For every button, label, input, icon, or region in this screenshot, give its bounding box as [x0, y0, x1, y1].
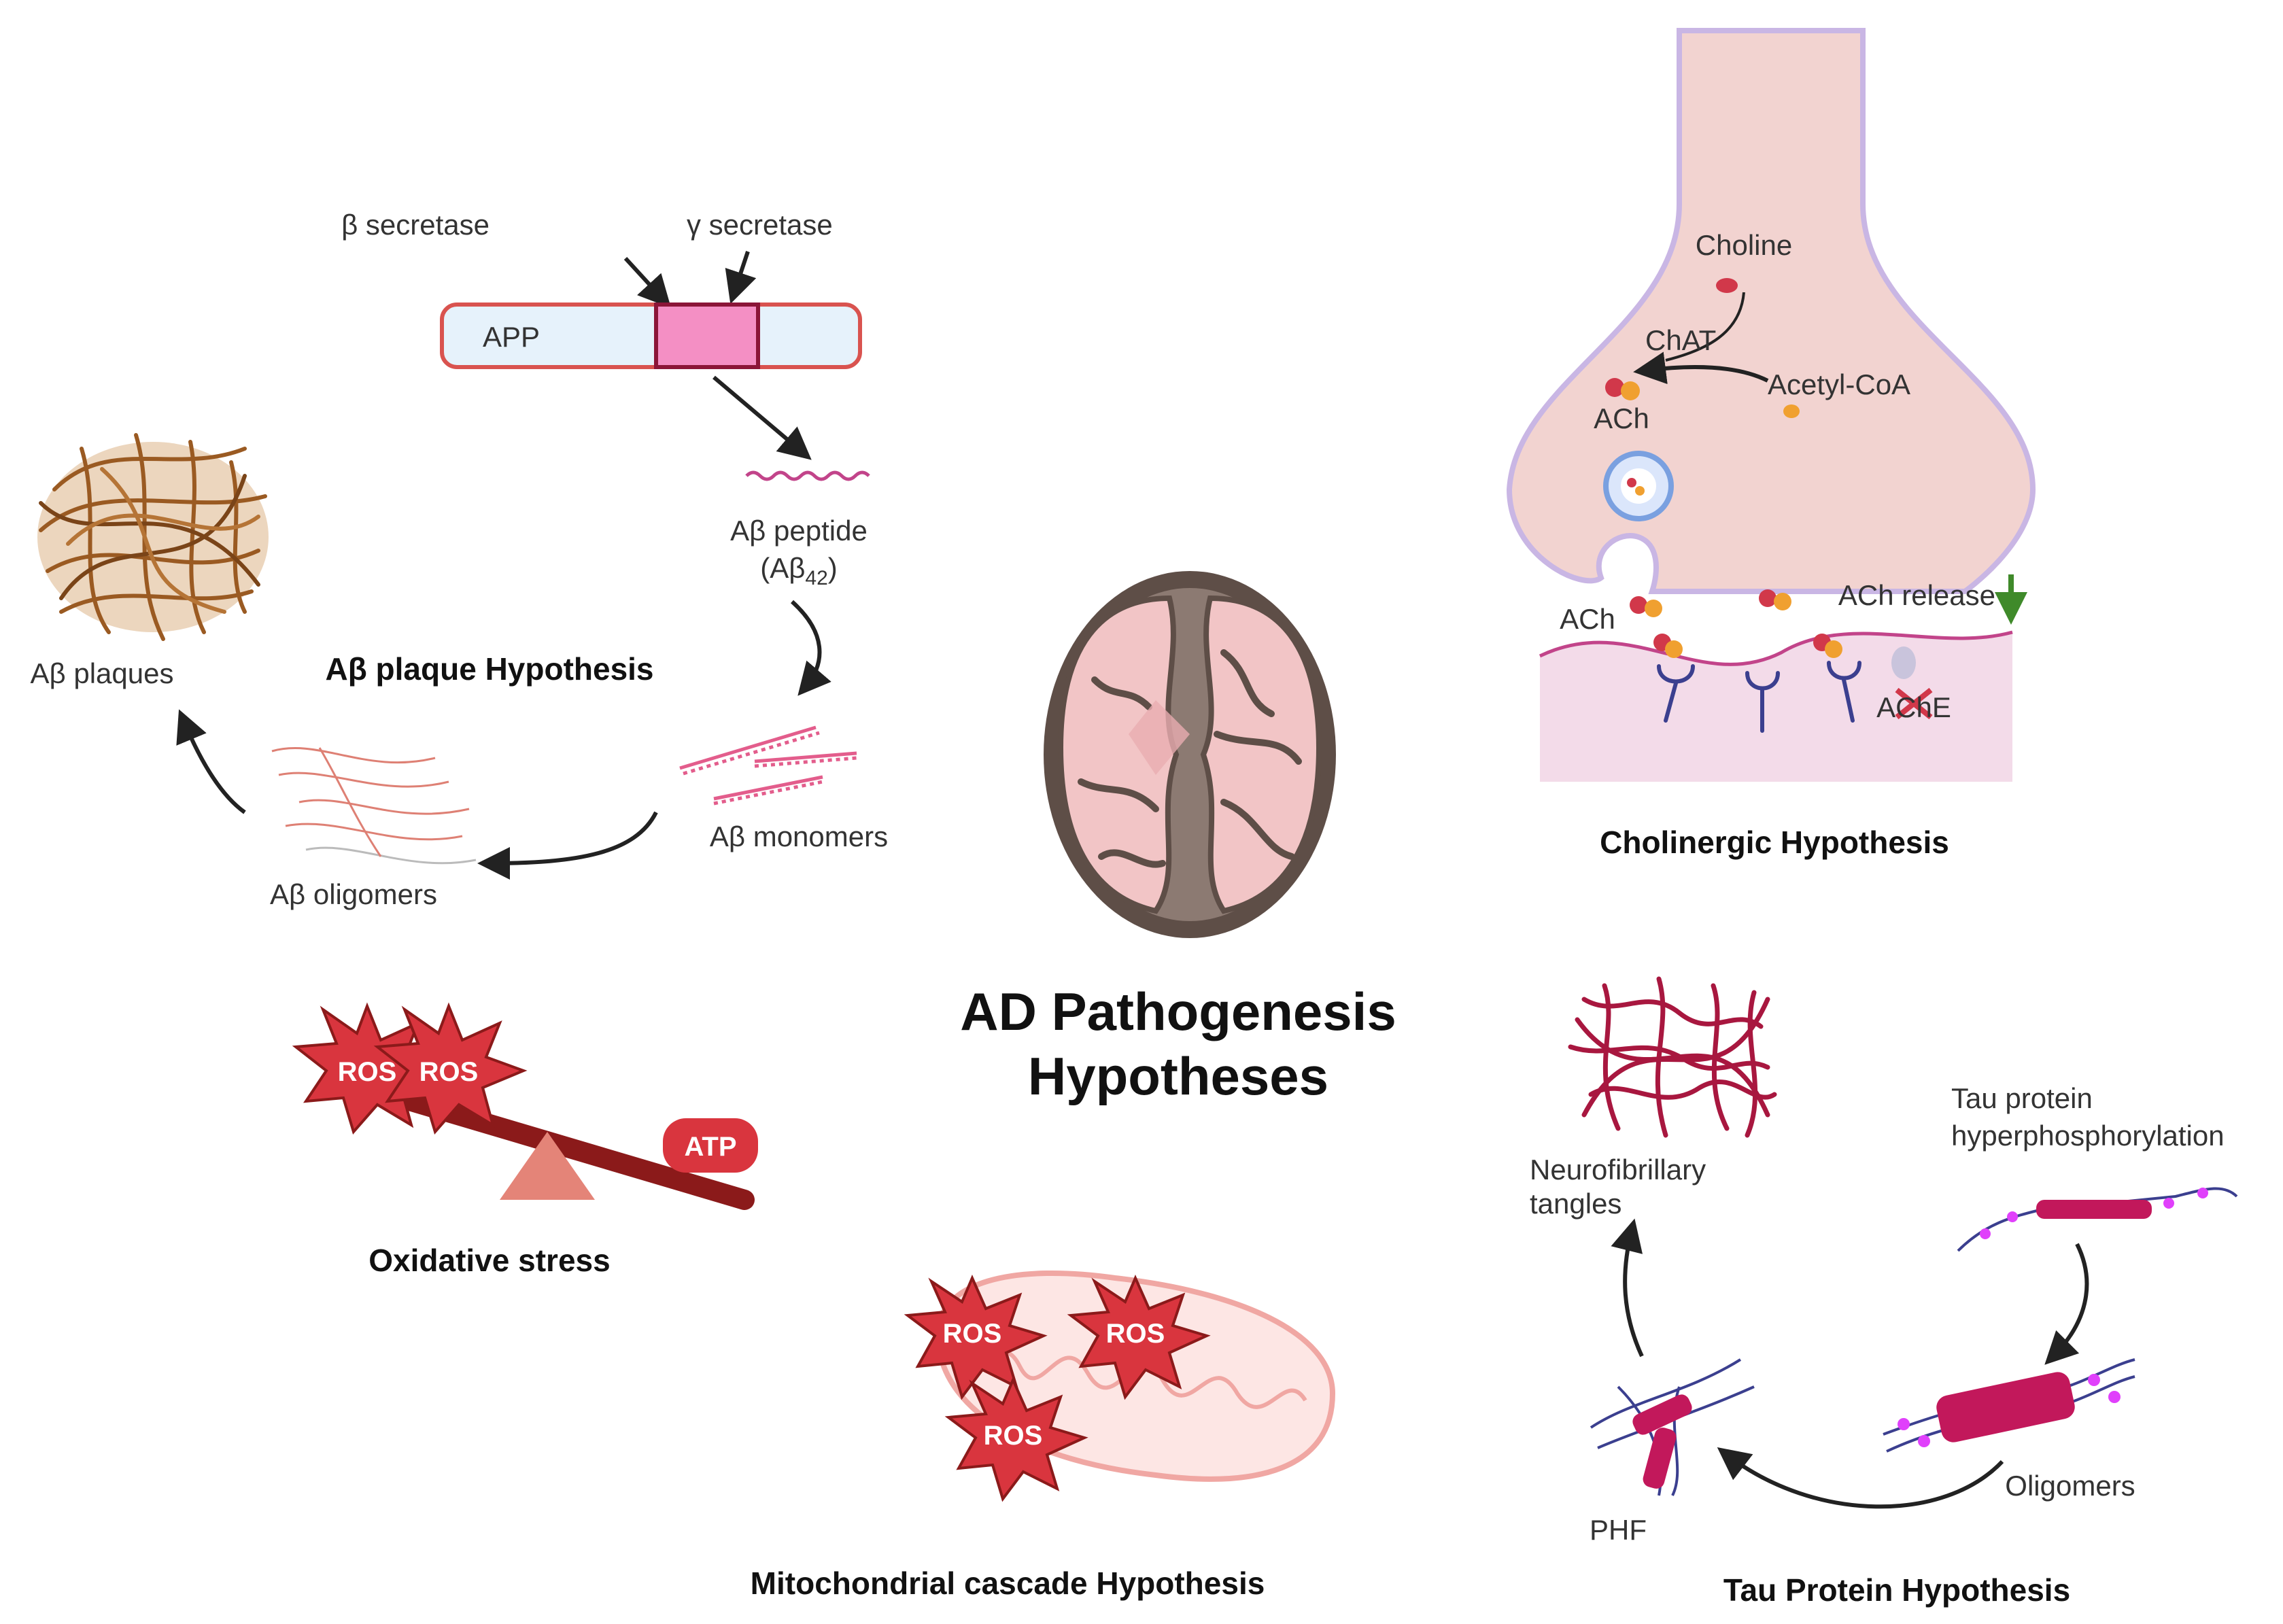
phosphorylated-tau-illustration: [1957, 1187, 2238, 1252]
mitochondrial-section: ROS ROS ROS Mitochondrial cascade Hypoth…: [751, 1271, 1336, 1601]
abeta-oligomers-illustration: [271, 747, 477, 865]
amyloid-section: β secretase γ secretase APP Aβ peptide (…: [31, 209, 889, 910]
right-hemisphere: [1200, 595, 1322, 914]
abeta-peptide-strand: [745, 470, 870, 481]
ach-molecule: [1605, 378, 1624, 397]
mito-ros-label-1: ROS: [943, 1319, 1002, 1349]
oxidative-section: ATP ROS ROS Oxidative stress: [292, 1002, 758, 1278]
main-title-line2: Hypotheses: [1028, 1046, 1328, 1106]
cholinergic-section: Choline ChAT Acetyl-CoA ACh ACh AChE: [1506, 28, 2036, 860]
hyperphosphorylation-to-oligomers-arrow: [2044, 1243, 2089, 1365]
peptide-to-monomers-arrow: [790, 600, 831, 696]
abeta-hypothesis-title: Aβ plaque Hypothesis: [325, 651, 653, 687]
neurofibrillary-tangles-illustration: [1568, 976, 1777, 1138]
app-label: APP: [483, 321, 540, 353]
ach-synapse-label: ACh: [1560, 603, 1615, 635]
atp-label: ATP: [684, 1132, 736, 1162]
tau-oligomers-illustration: [1883, 1358, 2135, 1453]
main-title-line1: AD Pathogenesis: [960, 982, 1396, 1041]
ros-label-1: ROS: [338, 1057, 397, 1087]
left-hemisphere: [1057, 595, 1180, 914]
abeta-monomers-label: Aβ monomers: [710, 820, 888, 852]
ache-label: AChE: [1876, 691, 1951, 723]
nft-label-line2: tangles: [1530, 1188, 1621, 1220]
ach-in-cleft: [1630, 589, 1842, 658]
abeta-plaques-label: Aβ plaques: [31, 657, 174, 689]
hyperphosphorylation-label-line2: hyperphosphorylation: [1951, 1120, 2225, 1152]
presynaptic-neuron: [1506, 28, 2036, 594]
atp-pill: [663, 1118, 758, 1173]
monomers-to-oligomers-arrow: [477, 811, 658, 880]
ros-label-2: ROS: [419, 1057, 479, 1087]
ache-inhibited-cross: [1895, 687, 1933, 720]
app-to-peptide-arrow: [713, 375, 812, 460]
phf-illustration: [1590, 1358, 1755, 1496]
chat-reaction-arrow: [1633, 351, 1769, 385]
ache-enzyme: [1891, 646, 1916, 679]
cleavage-site: [654, 303, 760, 369]
oligomers-to-phf-arrow: [1717, 1447, 2004, 1509]
abeta-monomers-illustration: [679, 725, 857, 806]
nft-label-line1: Neurofibrillary: [1530, 1154, 1706, 1186]
mito-ros-burst-1: [904, 1275, 1048, 1400]
cholinergic-hypothesis-title: Cholinergic Hypothesis: [1600, 825, 1949, 860]
tau-section: Neurofibrillary tangles Tau protein hype…: [1530, 976, 2238, 1608]
tau-oligomers-label: Oligomers: [2005, 1470, 2135, 1502]
ros-burst-2: [373, 1002, 528, 1135]
mito-ros-label-3: ROS: [984, 1421, 1043, 1451]
ach-release-label: ACh release: [1838, 579, 1995, 611]
tau-hypothesis-title: Tau Protein Hypothesis: [1723, 1572, 2070, 1608]
ach-receptors: [1657, 661, 1861, 733]
beta-secretase-arrow: [623, 256, 672, 309]
mito-ros-label-2: ROS: [1106, 1319, 1165, 1349]
acetyl-coa-label: Acetyl-CoA: [1768, 368, 1910, 400]
mito-ros-burst-3: [944, 1377, 1088, 1502]
oligomers-to-plaques-arrow: [176, 709, 246, 814]
choline-molecule: [1716, 278, 1738, 293]
beta-secretase-label: β secretase: [341, 209, 490, 241]
choline-label: Choline: [1696, 229, 1792, 261]
acetyl-coa-molecule: [1783, 404, 1800, 418]
brain-sulci: [1078, 649, 1302, 868]
ach-label: ACh: [1594, 402, 1649, 434]
mitochondrial-hypothesis-title: Mitochondrial cascade Hypothesis: [751, 1566, 1265, 1601]
abeta-plaques-illustration: [37, 433, 269, 641]
abeta42-label: (Aβ42): [760, 552, 838, 589]
mito-ros-burst-2: [1067, 1275, 1211, 1400]
phf-label: PHF: [1590, 1514, 1647, 1546]
abeta-peptide-label: Aβ peptide: [730, 515, 868, 547]
hyperphosphorylation-label-line1: Tau protein: [1951, 1082, 2093, 1114]
oxidative-stress-title: Oxidative stress: [368, 1243, 610, 1278]
gamma-secretase-arrow: [725, 251, 757, 305]
chat-label: ChAT: [1645, 324, 1716, 356]
central-brain: AD Pathogenesis Hypotheses: [960, 571, 1396, 1106]
gamma-secretase-label: γ secretase: [687, 209, 833, 241]
balance-fulcrum: [500, 1132, 595, 1200]
phf-to-tangles-arrow: [1611, 1218, 1644, 1358]
abeta-oligomers-label: Aβ oligomers: [270, 878, 437, 910]
